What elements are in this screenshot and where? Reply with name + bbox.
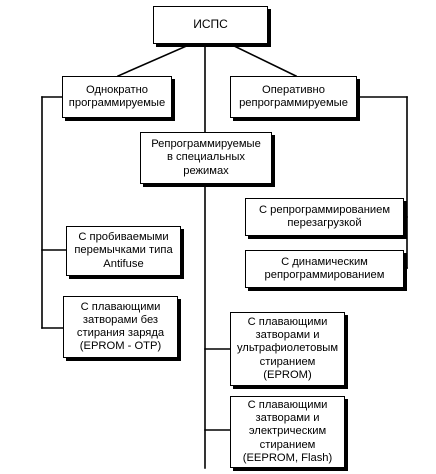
- connector-root-oper: [228, 42, 298, 78]
- node-dynamic-reprogramming: С динамическим репрограммированием: [245, 250, 404, 288]
- node-ispc-root: ИСПС: [153, 6, 268, 44]
- node-reload-reprogramming: С репрограммированием перезагрузкой: [245, 198, 404, 236]
- node-antifuse: С пробиваемыми перемычками типа Antifuse: [66, 226, 181, 276]
- node-eeprom-flash: С плавающими затворами и электрическим с…: [230, 396, 345, 468]
- node-eprom-otp: С плавающими затворами без стирания заря…: [63, 296, 178, 358]
- node-eprom-uv: С плавающими затворами и ультрафиолетовы…: [230, 312, 345, 386]
- node-reprogrammable-special-modes: Репрограммируемые в специальных режимах: [140, 132, 272, 184]
- connector-root-once: [116, 42, 193, 78]
- node-one-time-programmable: Однократно программируемые: [62, 76, 172, 118]
- node-operatively-reprogrammable: Оперативно репрограммируемые: [230, 76, 357, 118]
